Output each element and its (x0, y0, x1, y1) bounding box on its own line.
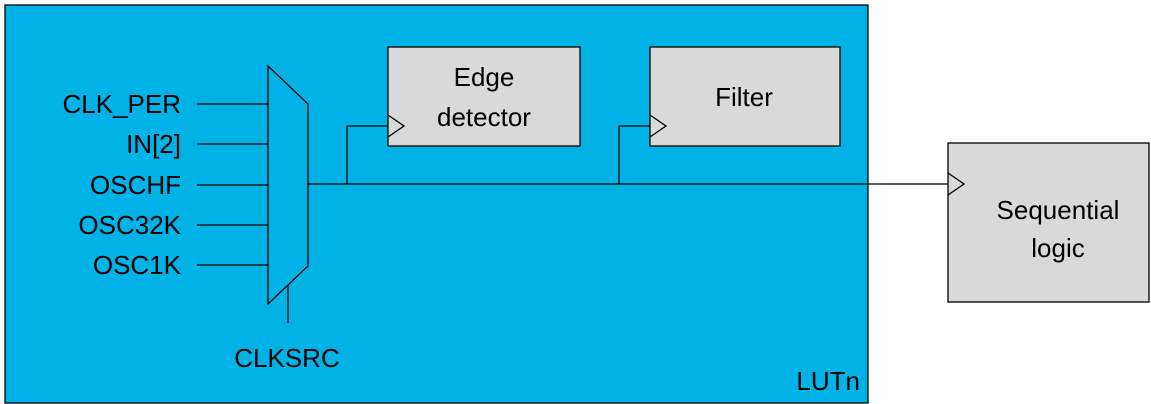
edge-detector-input-wire (346, 125, 388, 184)
edge-detector-label-line2: detector (437, 102, 531, 132)
mux-select-label: CLKSRC (234, 343, 339, 373)
sequential-logic-label-line1: Sequential (997, 195, 1120, 225)
mux-input-label-2: OSCHF (90, 170, 181, 200)
mux-input-label-4: OSC1K (93, 250, 182, 280)
edge-detector-label-line1: Edge (454, 62, 515, 92)
filter-input-wire (618, 125, 650, 184)
sequential-logic-clock-icon (947, 172, 966, 196)
filter-clock-icon (649, 114, 668, 138)
edge-detector-clock-icon (387, 114, 406, 138)
mux-input-label-1: IN[2] (126, 129, 181, 159)
filter-block (649, 46, 841, 147)
edge-detector-block (387, 46, 581, 147)
sequential-logic-label-line2: logic (1031, 233, 1084, 263)
filter-label: Filter (715, 82, 773, 112)
mux-input-label-3: OSC32K (78, 210, 181, 240)
sequential-logic-block (947, 142, 1150, 303)
mux-input-label-0: CLK_PER (63, 89, 182, 119)
multiplexer (267, 64, 309, 306)
lut-label: LUTn (796, 366, 860, 396)
